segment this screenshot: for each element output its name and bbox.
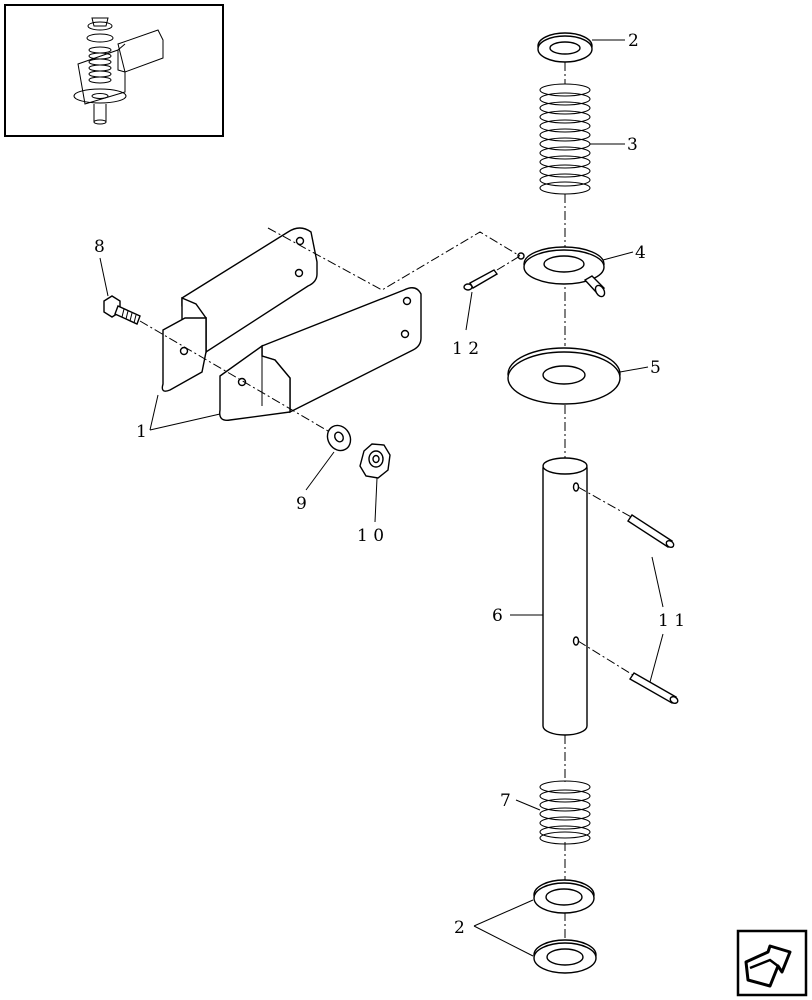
bracket-rear-flange <box>161 317 207 392</box>
large-washer <box>507 347 621 405</box>
cotter-pin <box>463 269 499 291</box>
spring-lower <box>539 780 591 845</box>
next-page-arrow-icon[interactable] <box>736 929 808 997</box>
hex-bolt <box>103 295 141 325</box>
assembly-thumbnail-icon <box>4 4 224 137</box>
pivot-shaft <box>542 457 588 736</box>
flat-washer <box>326 424 352 452</box>
roll-pin-upper <box>627 514 675 549</box>
roll-pin-lower <box>629 672 679 704</box>
washer-top <box>537 32 593 63</box>
washer-bottom-2 <box>533 939 597 974</box>
callout-3: 3 <box>627 135 638 155</box>
spring-upper <box>539 83 591 195</box>
callout-11: 1 1 <box>658 611 685 631</box>
bracket-front <box>261 287 422 414</box>
callout-6: 6 <box>492 606 503 626</box>
callout-1: 1 <box>136 422 147 442</box>
callout-5: 5 <box>650 358 661 378</box>
callout-9: 9 <box>296 494 307 514</box>
hex-nut <box>359 443 391 479</box>
callout-12: 1 2 <box>452 339 479 359</box>
collar-with-stub <box>517 246 606 298</box>
callout-10: 1 0 <box>357 526 384 546</box>
callout-4: 4 <box>635 243 646 263</box>
callout-8: 8 <box>94 237 105 257</box>
callout-2-top: 2 <box>628 31 639 51</box>
callout-7: 7 <box>500 791 511 811</box>
callout-2-bottom: 2 <box>454 918 465 938</box>
washer-bottom-1 <box>533 879 595 914</box>
bracket-front-flange <box>219 344 291 421</box>
